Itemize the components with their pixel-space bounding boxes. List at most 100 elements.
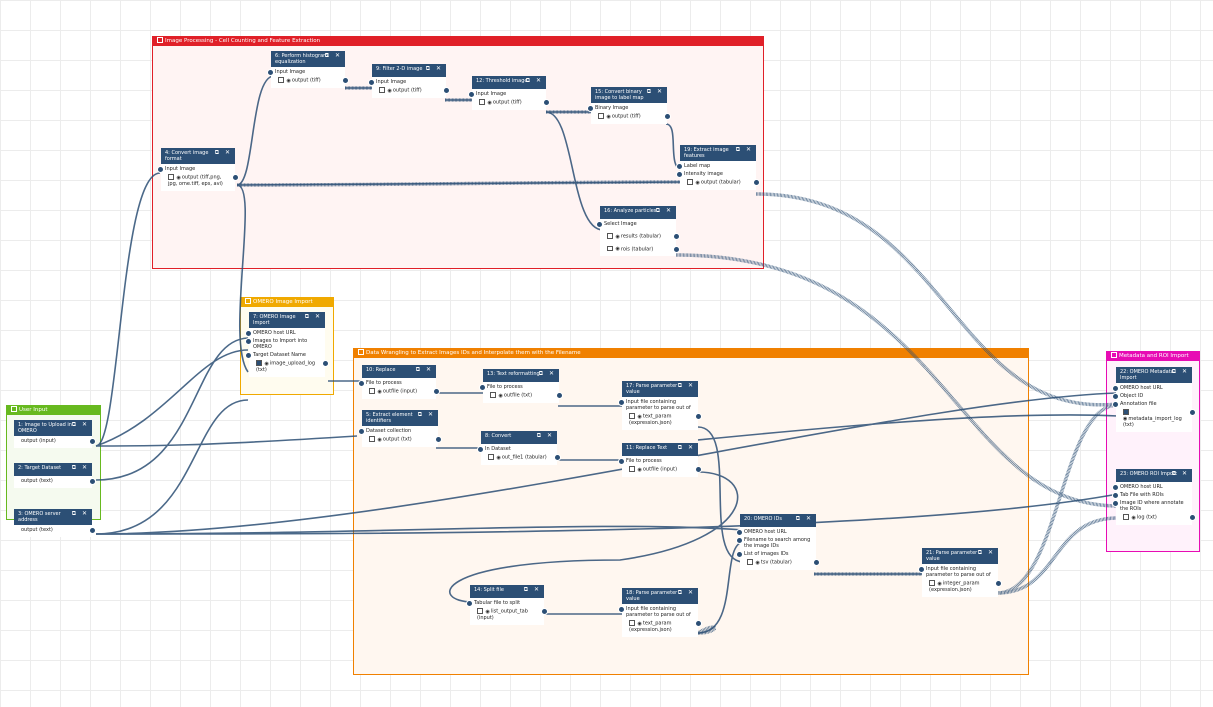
node-8-convert[interactable]: 8: Convert⧉ ✕ In Dataset ◉out_file1 (tab…	[477, 431, 561, 465]
output-terminal[interactable]	[673, 233, 680, 240]
output-checkbox[interactable]	[479, 99, 485, 105]
node-header[interactable]: 1: Image to Upload in OMERO⧉ ✕	[14, 420, 92, 436]
node-9-filter[interactable]: 9: Filter 2-D image⧉ ✕ Input Image ◉outp…	[368, 64, 450, 98]
eye-icon[interactable]: ◉	[937, 580, 942, 587]
eye-icon[interactable]: ◉	[377, 436, 382, 443]
input-terminal[interactable]	[1112, 484, 1119, 491]
output-checkbox[interactable]	[1123, 409, 1129, 415]
node-header[interactable]: 12: Threshold image⧉ ✕	[472, 76, 546, 89]
input-terminal[interactable]	[736, 529, 743, 536]
node-header[interactable]: 6: Perform histogram equalization⧉ ✕	[271, 51, 345, 67]
output-checkbox[interactable]	[490, 392, 496, 398]
eye-icon[interactable]: ◉	[637, 413, 642, 420]
eye-icon[interactable]: ◉	[496, 454, 501, 461]
node-actions[interactable]: ⧉ ✕	[655, 207, 673, 214]
eye-icon[interactable]: ◉	[637, 620, 642, 627]
output-terminal[interactable]	[695, 620, 702, 627]
node-actions[interactable]: ⧉ ✕	[71, 421, 89, 428]
node-header[interactable]: 22: OMERO Metadata Import⧉ ✕	[1116, 367, 1192, 383]
eye-icon[interactable]: ◉	[487, 99, 492, 106]
output-terminal[interactable]	[554, 454, 561, 461]
node-actions[interactable]: ⧉ ✕	[324, 52, 342, 59]
input-terminal[interactable]	[918, 566, 925, 573]
input-terminal[interactable]	[1112, 393, 1119, 400]
input-terminal[interactable]	[157, 166, 164, 173]
output-terminal[interactable]	[1189, 514, 1196, 521]
node-15-convert-binary[interactable]: 15: Convert binary image to label map⧉ ✕…	[587, 87, 671, 124]
input-terminal[interactable]	[736, 551, 743, 558]
node-actions[interactable]: ⧉ ✕	[677, 382, 695, 389]
node-header[interactable]: 15: Convert binary image to label map⧉ ✕	[591, 87, 667, 103]
node-actions[interactable]: ⧉ ✕	[735, 146, 753, 153]
output-checkbox[interactable]	[607, 233, 613, 239]
input-terminal[interactable]	[1112, 401, 1119, 408]
node-actions[interactable]: ⧉ ✕	[523, 586, 541, 593]
node-actions[interactable]: ⧉ ✕	[525, 77, 543, 84]
input-terminal[interactable]	[358, 380, 365, 387]
input-terminal[interactable]	[479, 384, 486, 391]
node-17-parse-parameter[interactable]: 17: Parse parameter value⧉ ✕ Input file …	[618, 381, 702, 430]
output-checkbox[interactable]	[747, 559, 753, 565]
node-header[interactable]: 19: Extract image features⧉ ✕	[680, 145, 756, 161]
input-terminal[interactable]	[477, 446, 484, 453]
node-21-parse-parameter[interactable]: 21: Parse parameter value⧉ ✕ Input file …	[918, 548, 1002, 597]
node-actions[interactable]: ⧉ ✕	[1171, 368, 1189, 375]
output-terminal[interactable]	[435, 436, 442, 443]
input-terminal[interactable]	[1112, 385, 1119, 392]
output-terminal[interactable]	[543, 99, 550, 106]
node-22-omero-metadata-import[interactable]: 22: OMERO Metadata Import⧉ ✕ OMERO host …	[1112, 367, 1196, 432]
input-terminal[interactable]	[245, 330, 252, 337]
node-actions[interactable]: ⧉ ✕	[677, 589, 695, 596]
eye-icon[interactable]: ◉	[286, 77, 291, 84]
output-checkbox[interactable]	[598, 113, 604, 119]
node-actions[interactable]: ⧉ ✕	[536, 432, 554, 439]
node-actions[interactable]: ⧉ ✕	[415, 366, 433, 373]
output-checkbox[interactable]	[369, 388, 375, 394]
eye-icon[interactable]: ◉	[387, 87, 392, 94]
node-13-text-reformatting[interactable]: 13: Text reformatting⧉ ✕ File to process…	[479, 369, 563, 403]
input-terminal[interactable]	[468, 91, 475, 98]
node-2-target-dataset[interactable]: 2: Target Dataset⧉ ✕ output (text)	[14, 463, 96, 488]
node-actions[interactable]: ⧉ ✕	[795, 515, 813, 522]
node-header[interactable]: 2: Target Dataset⧉ ✕	[14, 463, 92, 476]
output-checkbox[interactable]	[687, 179, 693, 185]
input-terminal[interactable]	[676, 171, 683, 178]
node-10-replace[interactable]: 10: Replace⧉ ✕ File to process ◉outfile …	[358, 365, 440, 399]
eye-icon[interactable]: ◉	[755, 559, 760, 566]
node-header[interactable]: 8: Convert⧉ ✕	[481, 431, 557, 444]
output-checkbox[interactable]	[629, 620, 635, 626]
node-header[interactable]: 18: Parse parameter value⧉ ✕	[622, 588, 698, 604]
node-actions[interactable]: ⧉ ✕	[538, 370, 556, 377]
output-terminal[interactable]	[813, 559, 820, 566]
node-19-extract-features[interactable]: 19: Extract image features⧉ ✕ Label map …	[676, 145, 760, 190]
eye-icon[interactable]: ◉	[615, 233, 620, 240]
output-terminal[interactable]	[673, 245, 680, 253]
node-header[interactable]: 10: Replace⧉ ✕	[362, 365, 436, 378]
output-terminal[interactable]	[342, 77, 349, 84]
node-actions[interactable]: ⧉ ✕	[977, 549, 995, 556]
eye-icon[interactable]: ◉	[264, 360, 269, 367]
eye-icon[interactable]: ◉	[176, 174, 181, 181]
output-terminal[interactable]	[753, 179, 760, 186]
output-checkbox[interactable]	[256, 360, 262, 366]
output-terminal[interactable]	[995, 580, 1002, 587]
node-12-threshold[interactable]: 12: Threshold image⧉ ✕ Input Image ◉outp…	[468, 76, 550, 110]
input-terminal[interactable]	[368, 79, 375, 86]
node-header[interactable]: 17: Parse parameter value⧉ ✕	[622, 381, 698, 397]
input-terminal[interactable]	[596, 221, 603, 228]
node-header[interactable]: 5: Extract element identifiers⧉ ✕	[362, 410, 438, 426]
input-terminal[interactable]	[676, 163, 683, 170]
output-terminal[interactable]	[433, 388, 440, 395]
input-terminal[interactable]	[618, 458, 625, 465]
output-terminal[interactable]	[664, 113, 671, 120]
node-header[interactable]: 16: Analyze particles⧉ ✕	[600, 206, 676, 219]
input-terminal[interactable]	[1112, 500, 1119, 507]
input-terminal[interactable]	[267, 69, 274, 76]
output-terminal[interactable]	[89, 527, 96, 534]
node-actions[interactable]: ⧉ ✕	[646, 88, 664, 95]
node-actions[interactable]: ⧉ ✕	[304, 313, 322, 320]
node-18-parse-parameter[interactable]: 18: Parse parameter value⧉ ✕ Input file …	[618, 588, 702, 637]
output-terminal[interactable]	[695, 413, 702, 420]
node-header[interactable]: 21: Parse parameter value⧉ ✕	[922, 548, 998, 564]
